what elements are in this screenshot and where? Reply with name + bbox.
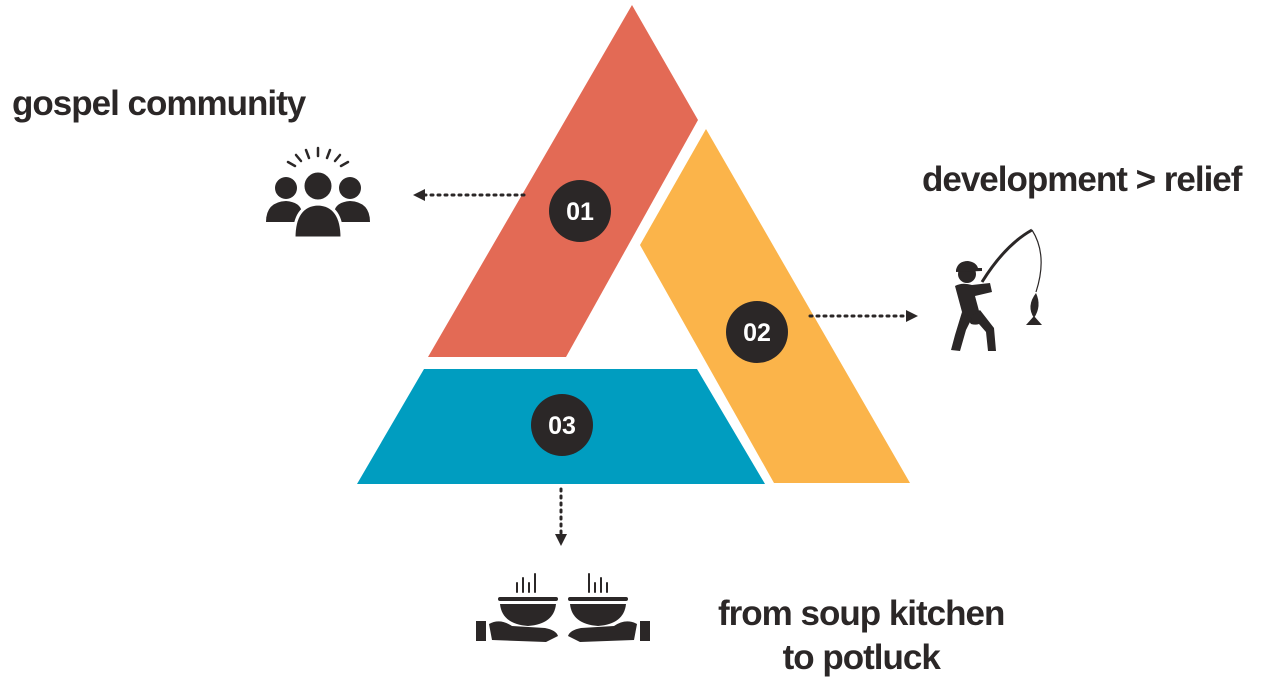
shared-meal-hands-icon [476, 573, 650, 642]
fisherman-icon [951, 228, 1042, 351]
badge-01: 01 [549, 180, 611, 242]
arrow-02 [808, 310, 918, 322]
label-soup-kitchen-line2: to potluck [782, 638, 941, 677]
badge-01-number: 01 [566, 198, 594, 226]
arrow-01 [413, 189, 526, 201]
badge-03-number: 03 [548, 412, 576, 440]
badge-03: 03 [531, 394, 593, 456]
community-group-icon [266, 146, 370, 240]
segment-02 [640, 129, 910, 483]
label-development-relief: development > relief [922, 160, 1242, 199]
label-soup-kitchen: from soup kitchen to potluck [718, 592, 1005, 680]
badge-02-number: 02 [743, 319, 771, 347]
segment-01 [428, 5, 698, 357]
label-soup-kitchen-line1: from soup kitchen [718, 594, 1005, 633]
label-gospel-community: gospel community [12, 84, 306, 123]
badge-02: 02 [726, 301, 788, 363]
arrow-03 [555, 487, 567, 546]
